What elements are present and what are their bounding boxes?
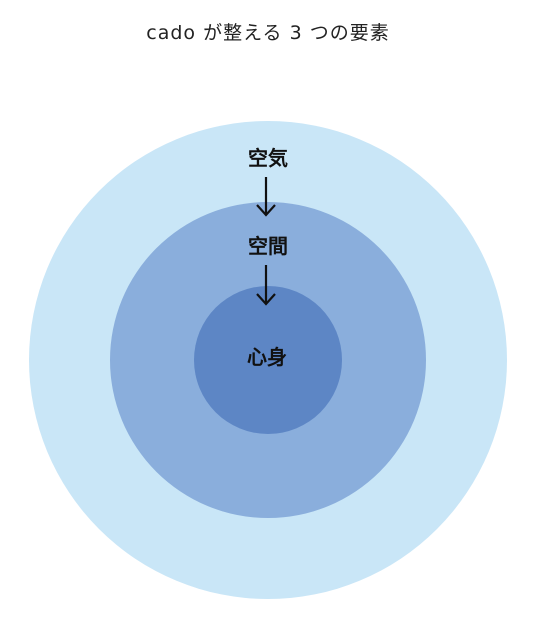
down-arrow-icon [256, 177, 276, 217]
label-space: 空間 [248, 234, 288, 258]
diagram-title: cado が整える 3 つの要素 [146, 22, 390, 44]
inner-circle-mind-body [194, 286, 342, 434]
label-mind-body: 心身 [247, 345, 287, 369]
down-arrow-icon [256, 265, 276, 306]
label-air: 空気 [248, 146, 288, 170]
